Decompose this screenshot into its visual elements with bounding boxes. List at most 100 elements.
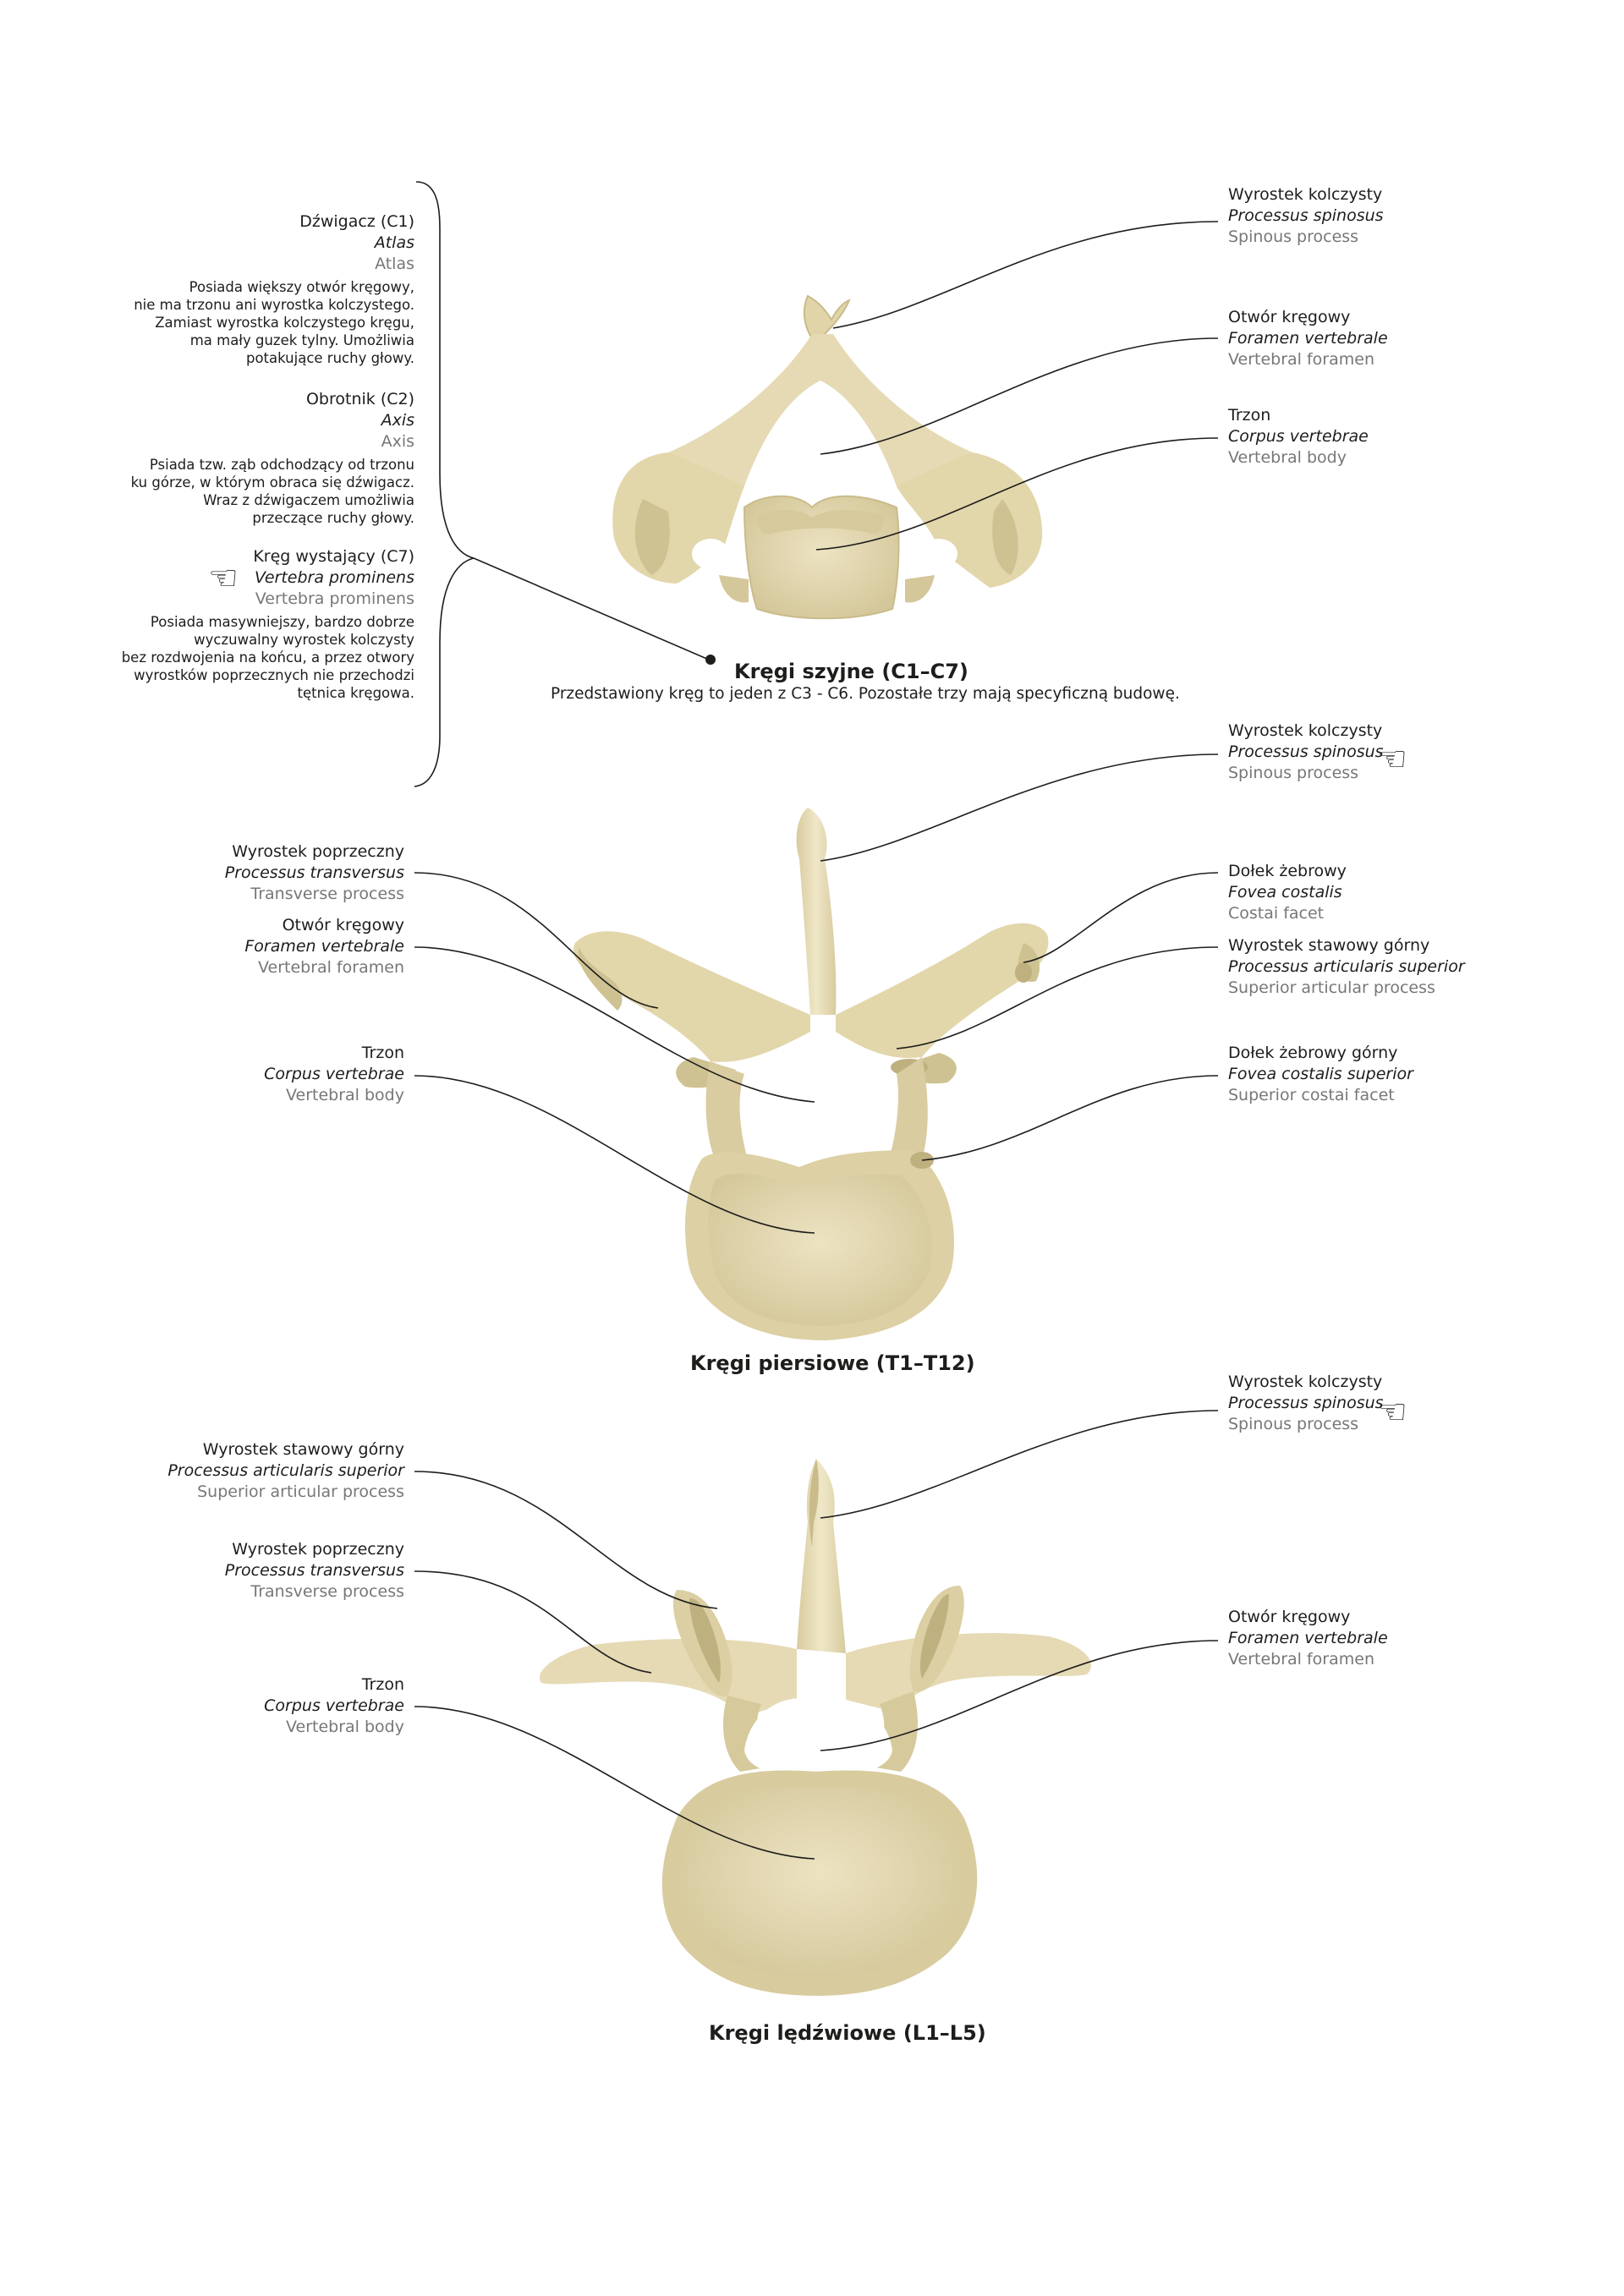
special-atlas: Dźwigacz (C1) Atlas Atlas Posiada większ… [134, 211, 414, 367]
label-la: Processus transversus [224, 1561, 404, 1580]
label-lumbar-articular: Wyrostek stawowy górny Processus articul… [167, 1439, 404, 1503]
leader-thoracic-foramen [414, 946, 815, 1103]
label-pl: Trzon [361, 1675, 404, 1694]
label-lumbar-transverse: Wyrostek poprzeczny Processus transversu… [225, 1539, 404, 1603]
special-prominens: Kręg wystający (C7) Vertebra prominens V… [122, 546, 414, 702]
leader-thoracic-articular [896, 946, 1219, 1049]
thoracic-transverse-process [573, 931, 810, 1062]
label-thoracic-foramen: Otwór kręgowy Foramen vertebrale Vertebr… [244, 915, 404, 978]
lumbar-vertebral-foramen [744, 1698, 892, 1776]
cervical-spinous-process [803, 294, 851, 340]
label-en: Transverse process [250, 885, 404, 903]
cervical-bracket [414, 181, 475, 787]
pointing-hand-icon: ☜ [1377, 1393, 1407, 1432]
label-la: Foramen vertebrale [1228, 329, 1388, 348]
label-pl: Wyrostek poprzeczny [232, 842, 404, 861]
thoracic-spinous-process [796, 808, 837, 1015]
label-pl: Trzon [1228, 406, 1271, 425]
label-pl: Dołek żebrowy [1228, 862, 1347, 880]
leader-lines [414, 181, 1219, 1860]
lumbar-title: Kręgi lędźwiowe (L1–L5) [709, 2021, 986, 2045]
special-pl: Dźwigacz (C1) [299, 212, 414, 231]
special-desc: Posiada większy otwór kręgowy, nie ma tr… [134, 279, 414, 366]
label-pl: Wyrostek kolczysty [1228, 1373, 1383, 1391]
pointing-hand-icon: ☜ [1377, 740, 1407, 779]
cervical-title: Kręgi szyjne (C1–C7) [734, 660, 968, 683]
label-lumbar-spinous: Wyrostek kolczysty Processus spinosus Sp… [1228, 1372, 1384, 1435]
leader-bracket-to-title [473, 557, 710, 660]
label-en: Vertebral foramen [1228, 1650, 1375, 1669]
label-la: Processus spinosus [1228, 206, 1384, 225]
label-en: Costai facet [1228, 904, 1325, 923]
label-en: Spinous process [1228, 1415, 1359, 1433]
thoracic-title: Kręgi piersiowe (T1–T12) [690, 1351, 975, 1375]
label-en: Spinous process [1228, 764, 1359, 782]
label-en: Superior costai facet [1228, 1086, 1395, 1104]
leader-thoracic-costal-sup [921, 1075, 1219, 1161]
label-la: Corpus vertebrae [264, 1065, 404, 1083]
label-thoracic-spinous: Wyrostek kolczysty Processus spinosus Sp… [1228, 721, 1384, 784]
label-pl: Wyrostek poprzeczny [232, 1540, 404, 1559]
special-axis: Obrotnik (C2) Axis Axis Psiada tzw. ząb … [131, 389, 414, 527]
leader-thoracic-spinous [820, 753, 1219, 862]
leader-thoracic-body [414, 1075, 815, 1234]
pointing-hand-icon: ☜ [208, 559, 239, 598]
label-pl: Dołek żebrowy górny [1228, 1044, 1398, 1062]
label-la: Corpus vertebrae [264, 1696, 404, 1715]
label-la: Fovea costalis [1228, 883, 1342, 901]
label-la: Processus spinosus [1228, 743, 1384, 761]
leader-thoracic-transverse [414, 872, 659, 1009]
special-desc: Psiada tzw. ząb odchodzący od trzonu ku … [130, 457, 414, 526]
label-lumbar-foramen: Otwór kręgowy Foramen vertebrale Vertebr… [1228, 1607, 1388, 1670]
special-la: Atlas [374, 233, 414, 252]
cervical-vertebra [612, 294, 1043, 620]
label-pl: Otwór kręgowy [1228, 1608, 1351, 1626]
special-la: Vertebra prominens [254, 568, 414, 587]
label-la: Foramen vertebrale [244, 937, 404, 956]
label-pl: Wyrostek kolczysty [1228, 185, 1383, 204]
label-la: Corpus vertebrae [1228, 427, 1369, 446]
label-lumbar-body: Trzon Corpus vertebrae Vertebral body [264, 1674, 404, 1738]
label-thoracic-costal-sup: Dołek żebrowy górny Fovea costalis super… [1228, 1043, 1413, 1106]
leader-lumbar-spinous [820, 1410, 1219, 1519]
special-en: Axis [381, 432, 414, 451]
thoracic-vertebra [573, 808, 1049, 1340]
lumbar-spinous-process [797, 1459, 846, 1653]
special-en: Vertebra prominens [255, 589, 414, 608]
label-en: Vertebral body [1228, 448, 1347, 467]
leader-lumbar-foramen [820, 1640, 1219, 1751]
label-cervical-body: Trzon Corpus vertebrae Vertebral body [1228, 405, 1369, 469]
special-pl: Kręg wystający (C7) [253, 547, 414, 566]
special-la: Axis [381, 411, 414, 430]
label-cervical-foramen: Otwór kręgowy Foramen vertebrale Vertebr… [1228, 307, 1388, 370]
cervical-title-dot [705, 655, 716, 665]
label-la: Processus articularis superior [1228, 957, 1465, 976]
cervical-subtitle: Przedstawiony kręg to jeden z C3 - C6. P… [551, 685, 1180, 703]
special-pl: Obrotnik (C2) [305, 390, 414, 408]
label-en: Transverse process [250, 1582, 404, 1601]
label-en: Vertebral foramen [257, 958, 404, 977]
label-pl: Wyrostek kolczysty [1228, 721, 1383, 740]
leader-cervical-spinous [832, 221, 1219, 329]
label-pl: Otwór kręgowy [282, 916, 404, 934]
label-en: Vertebral foramen [1228, 350, 1375, 369]
leader-cervical-body [815, 437, 1219, 551]
leader-lumbar-transverse [414, 1570, 652, 1674]
special-desc: Posiada masywniejszy, bardzo dobrze wycz… [121, 614, 414, 701]
label-thoracic-body: Trzon Corpus vertebrae Vertebral body [264, 1043, 404, 1106]
label-cervical-spinous: Wyrostek kolczysty Processus spinosus Sp… [1228, 184, 1384, 248]
thoracic-vertebral-foramen [743, 1039, 893, 1159]
special-en: Atlas [375, 255, 414, 273]
label-la: Processus spinosus [1228, 1394, 1384, 1412]
cervical-vertebral-foramen [744, 381, 897, 499]
label-thoracic-articular: Wyrostek stawowy górny Processus articul… [1228, 935, 1465, 999]
label-pl: Wyrostek stawowy górny [1228, 936, 1430, 955]
leader-lumbar-body [414, 1706, 815, 1860]
cervical-arch [668, 334, 973, 486]
label-la: Foramen vertebrale [1228, 1629, 1388, 1647]
lumbar-vertebra [540, 1459, 1091, 1996]
leader-lumbar-articular [414, 1471, 718, 1609]
label-thoracic-costal: Dołek żebrowy Fovea costalis Costai face… [1228, 861, 1347, 924]
label-thoracic-transverse: Wyrostek poprzeczny Processus transversu… [225, 841, 404, 905]
